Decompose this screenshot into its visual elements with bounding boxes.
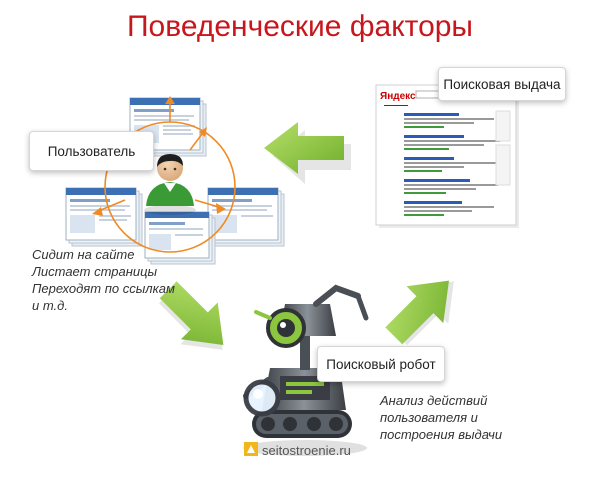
robot-note-line: Анализ действий	[380, 393, 488, 408]
user-icon	[144, 154, 196, 215]
watermark-logo-icon	[244, 442, 258, 456]
serp-result	[404, 179, 498, 194]
user-note-line: и т.д.	[32, 298, 68, 313]
cycle-ring	[92, 96, 236, 253]
serp-result	[404, 201, 494, 216]
robot-note-line: пользователя и	[380, 410, 478, 425]
robot-note-line: построения выдачи	[380, 427, 503, 442]
robot-label: Поисковый робот	[317, 346, 445, 382]
serp-result	[404, 135, 500, 150]
user-note-line: Сидит на сайте	[32, 247, 135, 262]
browser-window-icon	[207, 187, 285, 247]
user-note-line: Листает страницы	[32, 264, 158, 279]
browser-window-icon	[65, 187, 143, 247]
robot-analysis-note: Анализ действий пользователя и построени…	[380, 392, 502, 443]
serp-screenshot	[375, 84, 519, 228]
browser-window-icon	[144, 211, 216, 265]
arrow-left-icon	[264, 122, 351, 184]
user-label: Пользователь	[29, 131, 154, 171]
user-note-line: Переходят по ссылкам	[32, 281, 175, 296]
arrow-up-right-icon	[385, 280, 454, 345]
page-title: Поведенческие факторы	[126, 10, 473, 43]
serp-result	[404, 113, 494, 128]
serp-result	[404, 157, 496, 172]
serp-label: Поисковая выдача	[438, 67, 566, 101]
arrow-down-right-icon	[159, 281, 224, 350]
serp-engine-logo: Яндекс	[380, 91, 416, 102]
user-actions-note: Сидит на сайте Листает страницы Переходя…	[32, 246, 175, 314]
watermark-text: seitostroenie.ru	[262, 443, 351, 458]
